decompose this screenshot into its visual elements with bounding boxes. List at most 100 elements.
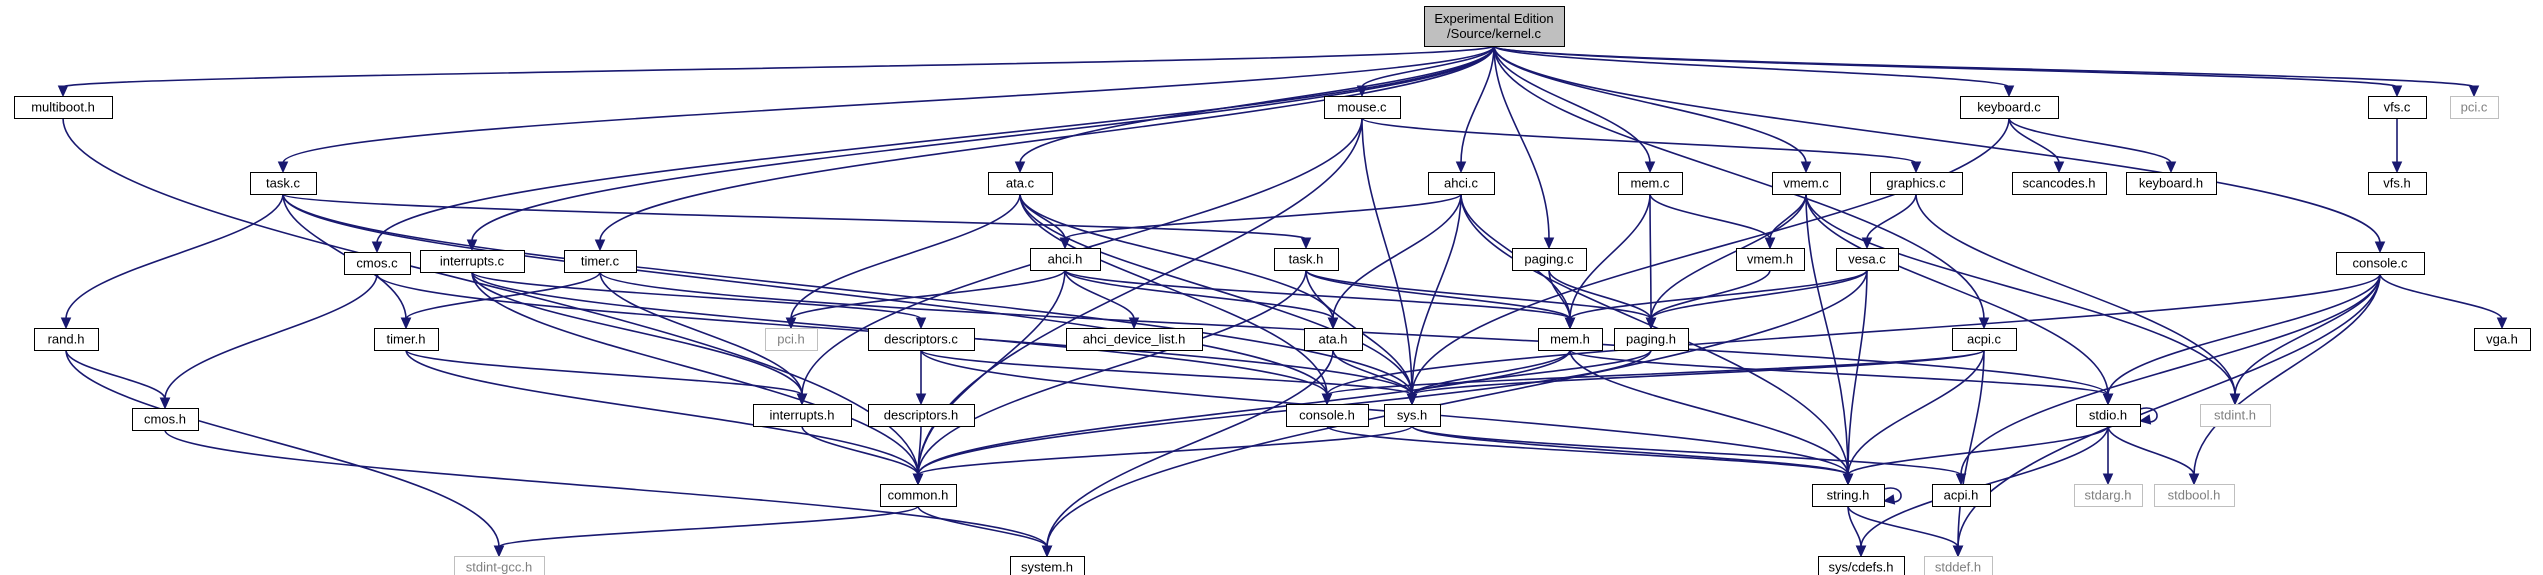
node-label: vfs.h [2383,176,2410,191]
edge-vesa_c-to-system_h [1041,269,1868,558]
node-label: interrupts.h [769,408,834,423]
node-string_h[interactable]: string.h [1812,484,1885,507]
node-ata_h[interactable]: ata.h [1304,328,1363,351]
node-stddef_h[interactable]: stddef.h [1924,556,1993,575]
node-mem_h[interactable]: mem.h [1538,328,1603,351]
node-label: ahci.c [1444,176,1478,191]
node-vfs_h[interactable]: vfs.h [2368,172,2427,195]
node-box [34,328,99,351]
node-box [2126,172,2217,195]
node-vesa_c[interactable]: vesa.c [1836,248,1899,271]
node-vmem_h[interactable]: vmem.h [1736,248,1805,271]
node-timer_c[interactable]: timer.c [564,250,637,273]
node-box [2200,404,2271,427]
node-box [2368,96,2427,119]
edge-task_h-to-paging_h [1305,269,1657,330]
node-acpi_c[interactable]: acpi.c [1952,328,2017,351]
node-box [132,408,199,431]
node-stdio_h[interactable]: stdio.h [2076,404,2141,427]
edge-task_c-to-rand_h [60,193,284,330]
node-console_c[interactable]: console.c [2336,252,2425,275]
node-box [2450,96,2499,119]
edge-mem_h-to-string_h [1569,349,1854,486]
node-box [250,172,317,195]
node-cmos_h[interactable]: cmos.h [132,408,199,431]
node-ahci_h[interactable]: ahci.h [1030,248,1101,271]
node-ahci_c[interactable]: ahci.c [1428,172,1495,195]
node-label: task.h [1289,252,1324,267]
node-label: mem.h [1550,332,1590,347]
node-label: ahci.h [1048,252,1083,267]
node-mouse_c[interactable]: mouse.c [1324,96,1401,119]
node-ata_c[interactable]: ata.c [988,172,1053,195]
edge-stdio_h-to-string_h [1842,425,2109,486]
node-descriptors_c[interactable]: descriptors.c [868,328,975,351]
node-stdbool_h[interactable]: stdbool.h [2154,484,2235,507]
edge-kernel-to-multiboot [57,45,1495,98]
node-box [1736,248,1805,271]
node-mem_c[interactable]: mem.c [1618,172,1683,195]
edge-kernel-to-pci_c [1493,45,2480,98]
node-label: pci.h [777,332,804,347]
node-label: ahci_device_list.h [1083,332,1186,347]
node-pci_h[interactable]: pci.h [765,328,818,351]
node-sys_cdefs_h[interactable]: sys/cdefs.h [1818,556,1905,575]
edge-paging_h-to-common_h [912,349,1652,486]
node-keyboard_h[interactable]: keyboard.h [2126,172,2217,195]
node-stdarg_h[interactable]: stdarg.h [2074,484,2143,507]
node-scancodes_h[interactable]: scancodes.h [2012,172,2107,195]
edge-acpi_c-to-console_h [1321,349,1985,406]
node-sys_h[interactable]: sys.h [1384,404,1441,427]
node-console_h[interactable]: console.h [1286,404,1369,427]
node-kernel[interactable]: Experimental Edition/Source/kernel.c [1424,6,1565,47]
node-label: keyboard.h [2139,176,2203,191]
node-descriptors_h[interactable]: descriptors.h [868,404,975,427]
node-vfs_c[interactable]: vfs.c [2368,96,2427,119]
node-graphics_c[interactable]: graphics.c [1870,172,1963,195]
node-label: console.c [2353,256,2408,271]
node-vmem_c[interactable]: vmem.c [1772,172,1841,195]
node-stdint_h[interactable]: stdint.h [2200,404,2271,427]
edge-keyboard_c-to-scancodes_h [2008,117,2065,174]
node-task_h[interactable]: task.h [1274,248,1339,271]
edge-console_c-to-acpi_h [1955,273,2381,486]
node-multiboot[interactable]: multiboot.h [14,96,113,119]
node-interrupts_h[interactable]: interrupts.h [753,404,852,427]
node-box [1274,248,1339,271]
node-cmos_c[interactable]: cmos.c [344,252,411,275]
edge-string_h-to-sys_cdefs_h [1847,505,1867,558]
node-ahci_device_list_h[interactable]: ahci_device_list.h [1066,328,1203,351]
node-acpi_h[interactable]: acpi.h [1932,484,1991,507]
node-system_h[interactable]: system.h [1010,556,1085,575]
node-box [454,556,545,575]
edge-stdio_h-to-stdio_h [2138,407,2158,425]
node-paging_c[interactable]: paging.c [1512,248,1587,271]
edge-kernel-to-timer_c [594,45,1495,252]
node-label: cmos.h [144,412,186,427]
node-label: mem.c [1631,176,1671,191]
edge-stdio_h-to-stdarg_h [2102,426,2114,486]
edge-rand_h-to-cmos_h [65,349,171,410]
node-paging_h[interactable]: paging.h [1614,328,1689,351]
node-pci_c[interactable]: pci.c [2450,96,2499,119]
node-box [344,252,411,275]
edge-kernel-to-ata_c [1014,45,1495,174]
node-stdint_gcc_h[interactable]: stdint-gcc.h [454,556,545,575]
node-box [1384,404,1441,427]
node-interrupts_c[interactable]: interrupts.c [420,250,525,273]
edge-vmem_c-to-string_h [1805,193,1854,486]
edge-task_c-to-console_h [282,193,1333,406]
node-rand_h[interactable]: rand.h [34,328,99,351]
node-label: stddef.h [1935,560,1981,575]
node-task_c[interactable]: task.c [250,172,317,195]
node-common_h[interactable]: common.h [880,484,957,507]
edge-ahci_c-to-sys_h [1406,193,1462,406]
node-keyboard_c[interactable]: keyboard.c [1960,96,2059,119]
node-vga_h[interactable]: vga.h [2474,328,2531,351]
node-box [2012,172,2107,195]
edge-sys_h-to-common_h [912,425,1413,486]
node-label: cmos.c [356,256,398,271]
node-timer_h[interactable]: timer.h [374,328,439,351]
node-label: vmem.c [1783,176,1829,191]
edge-interrupts_c-to-descriptors_c [471,271,927,330]
